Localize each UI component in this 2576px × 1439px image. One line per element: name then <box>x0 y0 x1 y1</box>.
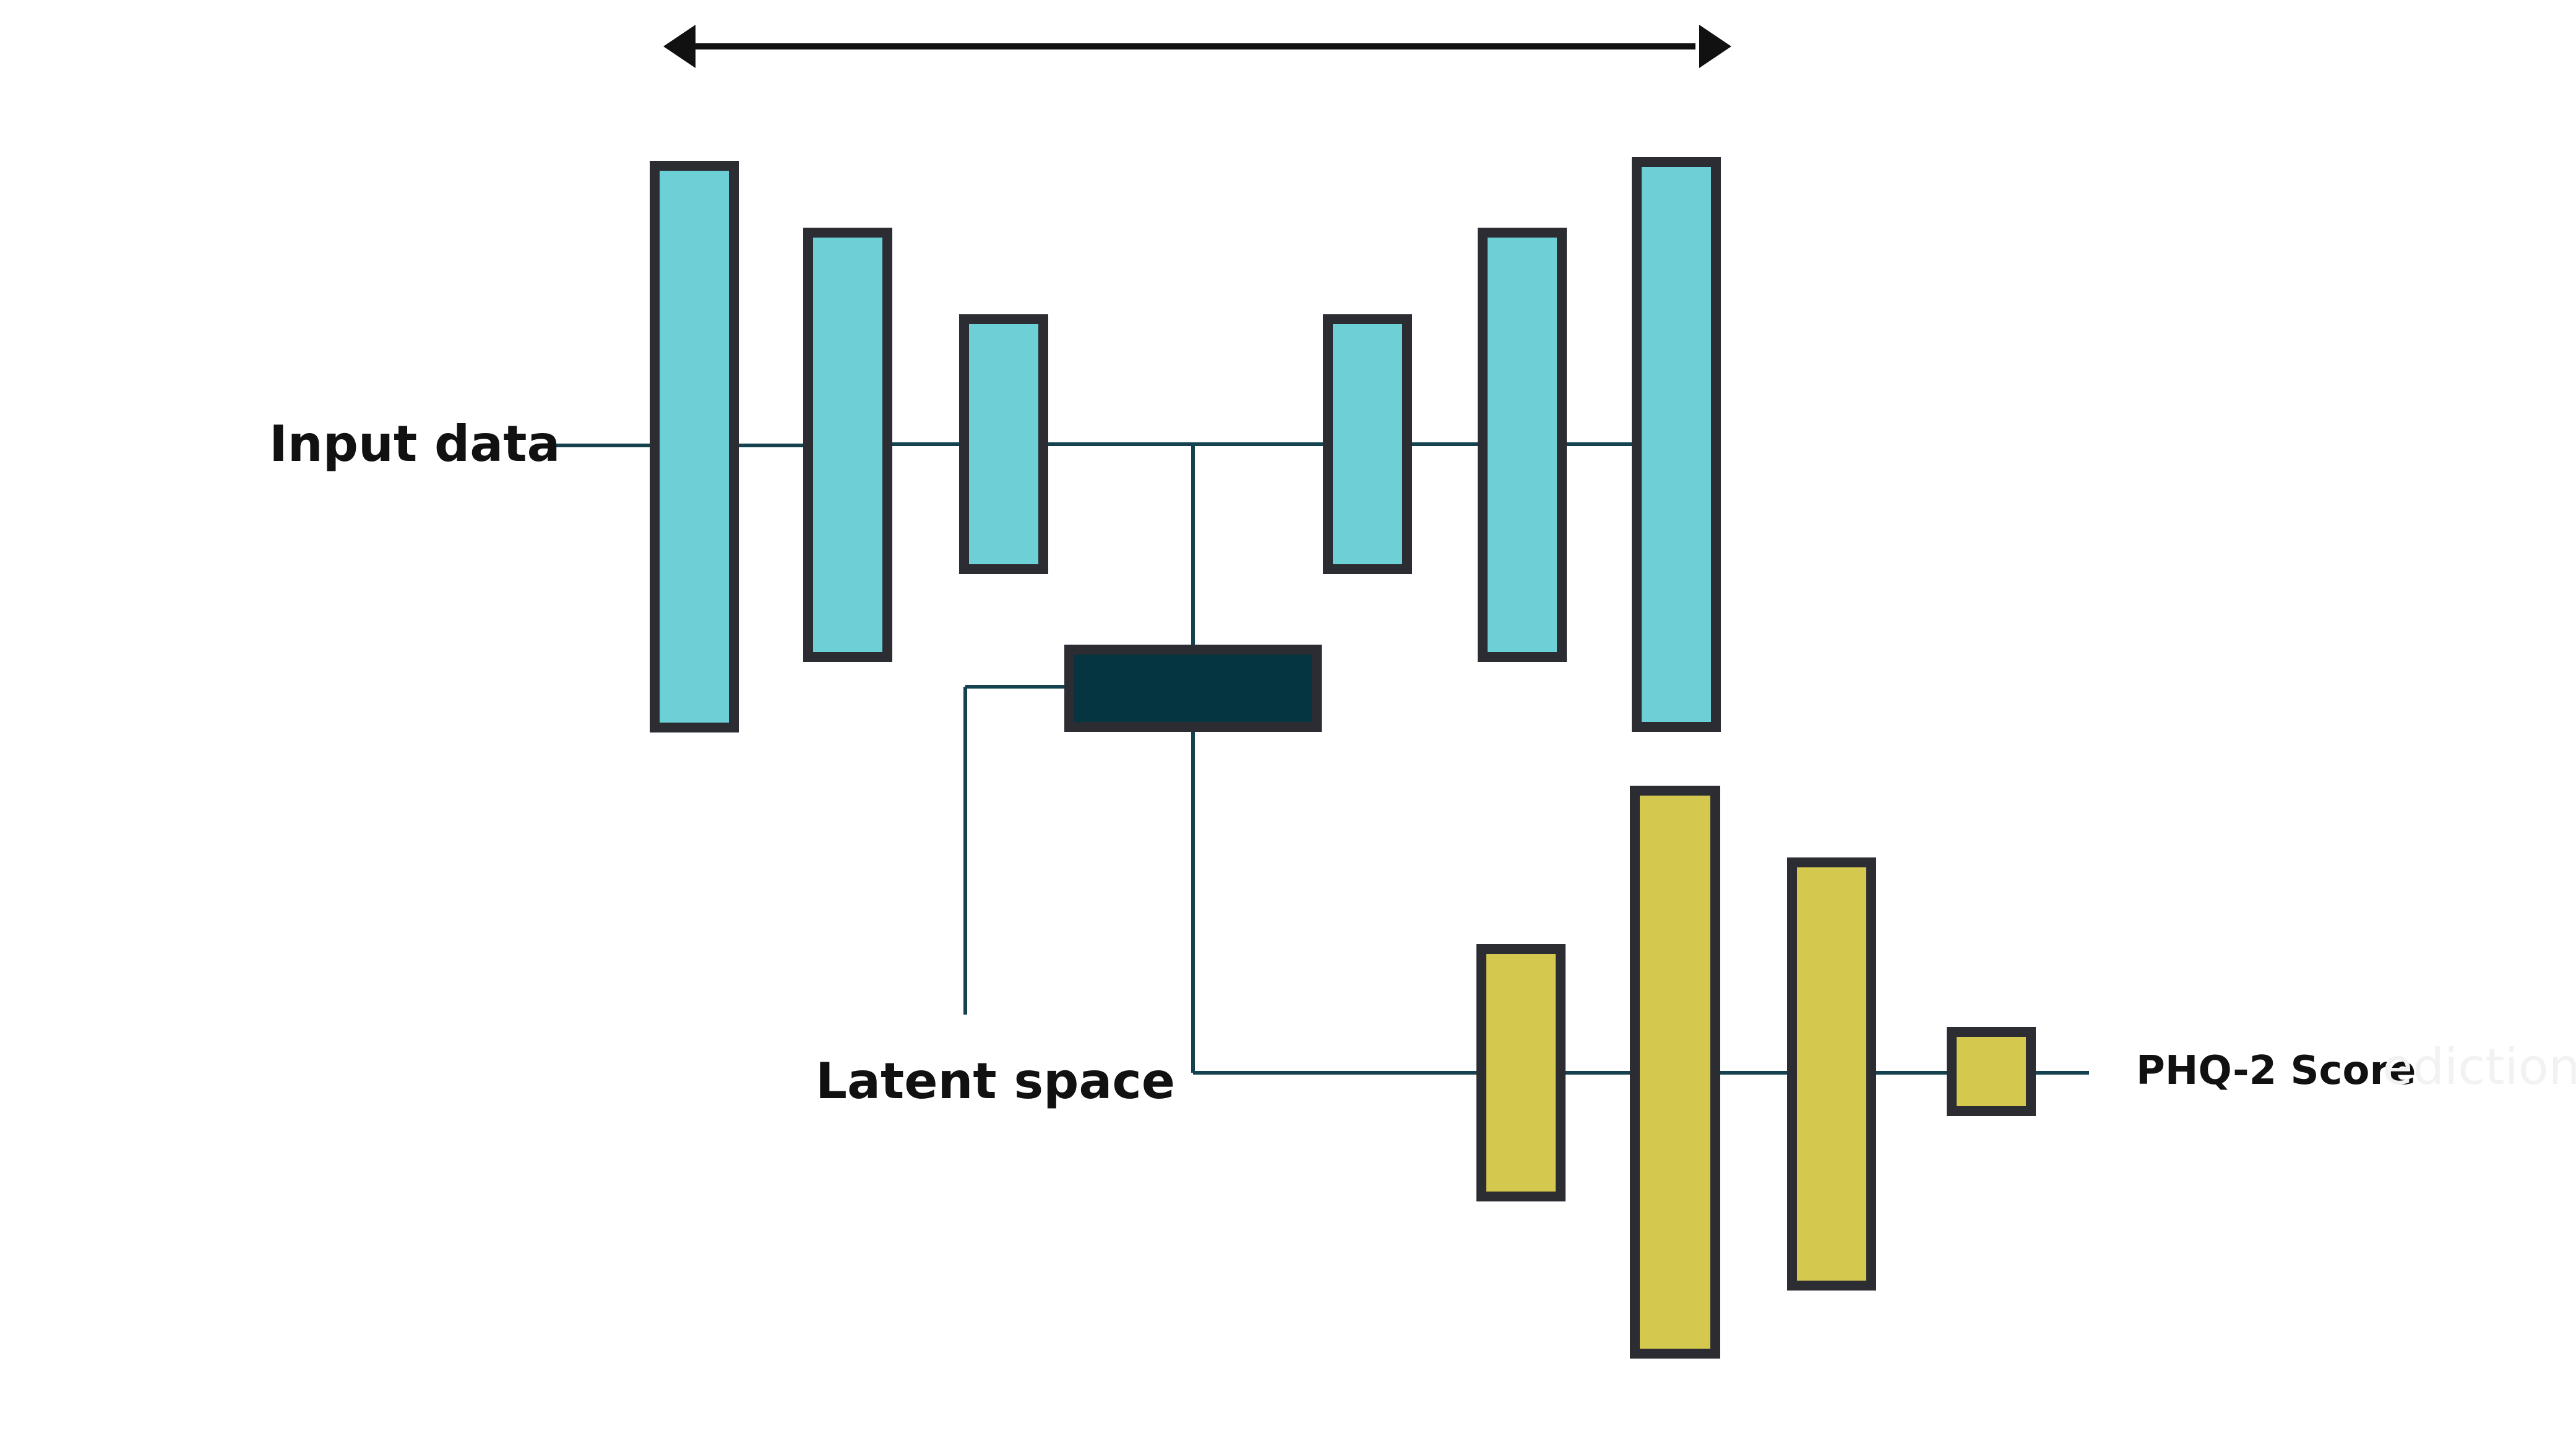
predictor-layer-2 <box>1630 786 1720 1359</box>
encoder-layer-2 <box>803 228 892 662</box>
arrow-head-left <box>663 25 696 68</box>
decoder-layer-2 <box>1478 228 1567 662</box>
encoder-layer-1 <box>650 161 739 732</box>
phq2-score-label: PHQ-2 Score <box>2136 1048 2416 1094</box>
decoder-layer-1 <box>1323 314 1412 574</box>
latent-space-label: Latent space <box>816 1052 1175 1110</box>
connectors <box>548 442 2089 1075</box>
latent-layer <box>1064 645 1322 732</box>
decoder-layer-3 <box>1632 157 1721 732</box>
faded-prediction-text: ediction <box>2382 1038 2576 1096</box>
predictor <box>1476 786 2036 1359</box>
predictor-layer-4 <box>1947 1027 2036 1116</box>
input-data-label: Input data <box>269 415 561 473</box>
decoder <box>1323 157 1721 732</box>
predictor-layer-3 <box>1787 857 1876 1291</box>
arrow-head-right <box>1699 25 1731 68</box>
predictor-layer-1 <box>1476 944 1566 1201</box>
span-arrow <box>663 25 1731 68</box>
encoder-layer-3 <box>959 314 1048 574</box>
encoder <box>650 161 1048 732</box>
